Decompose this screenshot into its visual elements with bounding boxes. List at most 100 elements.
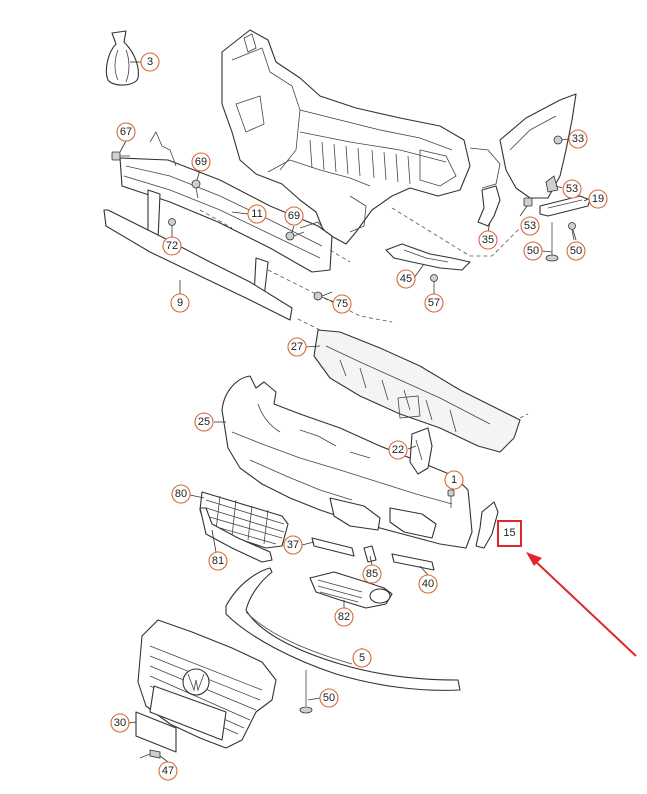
svg-text:82: 82 xyxy=(338,611,350,623)
callout-33: 33 xyxy=(568,129,588,149)
part-foam-absorber xyxy=(313,329,521,453)
fasteners xyxy=(111,135,576,759)
callout-81: 81 xyxy=(208,551,228,571)
part-fog-grille-82 xyxy=(309,571,393,609)
clip-53b xyxy=(523,197,533,207)
screw-57 xyxy=(430,274,438,290)
callout-72: 72 xyxy=(162,236,182,256)
svg-text:67: 67 xyxy=(120,126,132,138)
screw-47 xyxy=(139,749,161,759)
screw-69a xyxy=(191,179,201,199)
screw-69b xyxy=(285,231,305,241)
svg-text:50: 50 xyxy=(527,245,539,257)
svg-text:11: 11 xyxy=(251,208,262,220)
callout-80: 80 xyxy=(171,484,191,504)
part-trim-strip-81 xyxy=(199,507,273,563)
screw-1 xyxy=(447,489,455,508)
svg-text:47: 47 xyxy=(162,765,174,777)
part-radiator-grille xyxy=(137,619,277,749)
callout-labels: 3 67 69 11 69 72 9 75 33 53 19 53 35 50 … xyxy=(110,52,608,781)
callout-69b: 69 xyxy=(284,206,304,226)
callout-57: 57 xyxy=(424,293,444,313)
callout-27: 27 xyxy=(287,337,307,357)
callout-37: 37 xyxy=(283,535,303,555)
part-trim-strip-37 xyxy=(311,537,355,557)
svg-text:30: 30 xyxy=(114,717,126,729)
callout-47: 47 xyxy=(158,761,178,781)
clip-53a xyxy=(545,175,559,193)
svg-text:25: 25 xyxy=(198,416,210,428)
part-plate-bracket-30 xyxy=(135,711,177,753)
nut-33 xyxy=(553,135,563,145)
highlight-arrow xyxy=(533,559,637,657)
callout-53b: 53 xyxy=(520,216,540,236)
svg-text:9: 9 xyxy=(177,297,183,309)
part-energy-absorber xyxy=(103,209,293,321)
callout-5: 5 xyxy=(352,648,372,668)
callout-25: 25 xyxy=(194,412,214,432)
svg-text:22: 22 xyxy=(392,444,404,456)
callout-3: 3 xyxy=(140,52,160,72)
callout-1: 1 xyxy=(444,470,464,490)
svg-text:69: 69 xyxy=(288,210,300,222)
callout-35: 35 xyxy=(478,230,498,250)
callout-11: 11 xyxy=(247,204,267,224)
svg-text:50: 50 xyxy=(570,245,582,257)
screw-50c xyxy=(299,670,313,714)
callout-15: 15 xyxy=(503,527,515,539)
screw-75 xyxy=(313,291,333,301)
svg-text:3: 3 xyxy=(147,56,153,68)
svg-text:80: 80 xyxy=(175,488,187,500)
svg-text:57: 57 xyxy=(428,297,440,309)
part-bracket-22 xyxy=(409,427,433,475)
callout-53a: 53 xyxy=(562,179,582,199)
part-bracket-45 xyxy=(385,243,471,271)
screw-50b xyxy=(568,222,576,241)
screw-50a xyxy=(545,222,559,262)
part-lock-carrier xyxy=(221,29,471,245)
part-grease-sachet xyxy=(105,30,139,86)
callout-75: 75 xyxy=(332,294,352,314)
part-bracket-35 xyxy=(477,185,501,227)
svg-text:50: 50 xyxy=(323,692,335,704)
svg-text:37: 37 xyxy=(287,539,299,551)
callout-9: 9 xyxy=(170,293,190,313)
svg-text:33: 33 xyxy=(572,133,584,145)
svg-text:69: 69 xyxy=(195,156,207,168)
svg-text:72: 72 xyxy=(166,240,178,252)
callout-85: 85 xyxy=(362,564,382,584)
svg-text:1: 1 xyxy=(451,474,457,486)
callout-50c: 50 xyxy=(319,688,339,708)
svg-text:53: 53 xyxy=(566,183,578,195)
callout-30: 30 xyxy=(110,713,130,733)
svg-text:35: 35 xyxy=(482,234,494,246)
assembly-guide-lines-middle xyxy=(295,317,529,419)
callout-50b: 50 xyxy=(566,241,586,261)
svg-text:27: 27 xyxy=(291,341,303,353)
part-guide-19 xyxy=(539,195,591,217)
svg-text:81: 81 xyxy=(212,555,224,567)
highlight-arrowhead xyxy=(526,552,542,566)
svg-text:53: 53 xyxy=(524,220,536,232)
assembly-guide-lines-upper xyxy=(199,207,521,323)
part-fender-section xyxy=(469,93,577,199)
callout-22: 22 xyxy=(388,440,408,460)
svg-text:5: 5 xyxy=(359,652,365,664)
callout-19: 19 xyxy=(588,189,608,209)
svg-text:19: 19 xyxy=(592,193,604,205)
part-clip-85 xyxy=(363,545,377,563)
callout-69a: 69 xyxy=(191,152,211,172)
highlight-box xyxy=(497,520,522,547)
highlight-marker xyxy=(497,520,637,657)
svg-text:75: 75 xyxy=(336,298,348,310)
screw-67 xyxy=(111,151,130,161)
callout-45: 45 xyxy=(396,269,416,289)
callout-40: 40 xyxy=(418,574,438,594)
part-bumper-cover xyxy=(221,375,473,549)
part-grille-insert-80 xyxy=(199,491,289,549)
clip-72 xyxy=(168,218,176,226)
part-trim-strip-40 xyxy=(391,553,435,571)
part-spoiler-5 xyxy=(225,567,461,691)
svg-text:40: 40 xyxy=(422,578,434,590)
